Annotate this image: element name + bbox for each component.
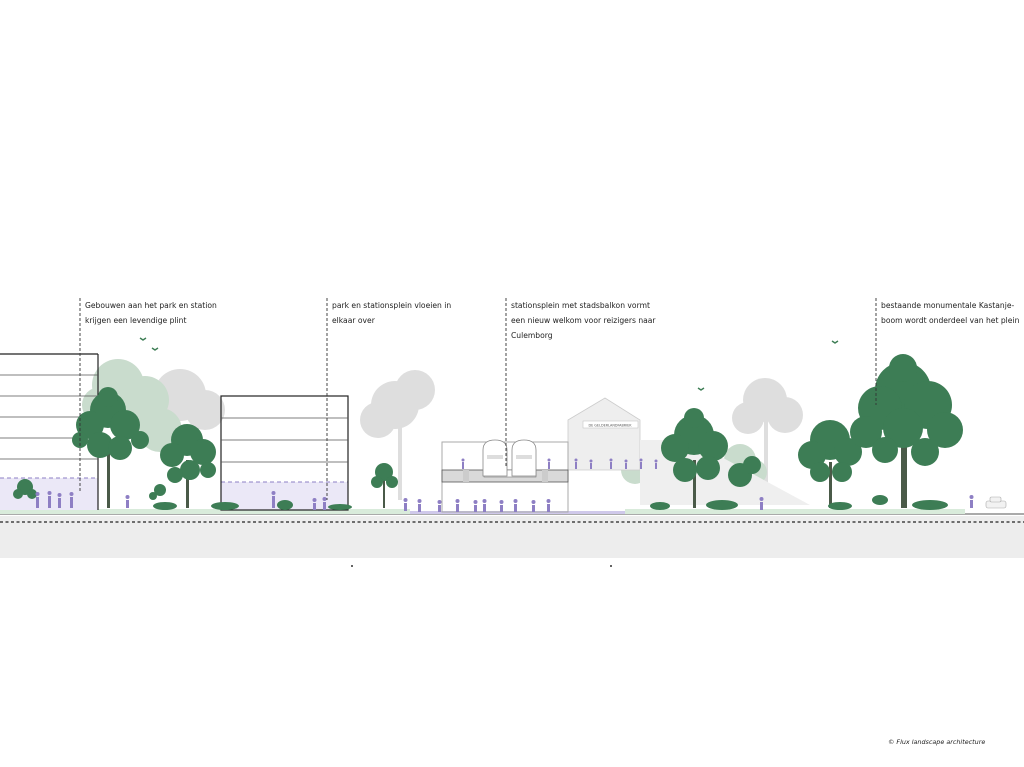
tree-right-2: [798, 420, 862, 508]
copyright-credit: © Flux landscape architecture: [888, 738, 986, 746]
car: [985, 496, 1007, 509]
annotation-chestnut-tree: bestaande monumentale Kastanje- boom wor…: [881, 301, 1020, 325]
tree-small-middle: [371, 463, 398, 508]
monumental-chestnut-tree: [850, 354, 963, 508]
tree-right-1: [661, 408, 761, 508]
annotation-park: park en stationsplein vloeien in elkaar …: [332, 301, 452, 325]
marker-dot: [351, 565, 353, 567]
tree-small-left: [13, 479, 166, 500]
annotation-leaders: [79, 298, 877, 500]
station-platform: [441, 439, 569, 513]
shrubs: [153, 495, 948, 510]
ground-band: [0, 516, 1024, 558]
green-strip-right: [625, 509, 965, 514]
green-strip: [0, 509, 410, 514]
tree-left-2: [160, 424, 216, 508]
tree-left-1: [72, 387, 149, 508]
people: [35, 458, 974, 512]
annotation-buildings: Gebouwen aan het park en station krijgen…: [85, 301, 217, 325]
building-middle: [220, 395, 349, 511]
station-sign: DE GELDERLANDFABRIEK: [588, 424, 632, 428]
birds: [139, 337, 839, 391]
marker-dot: [610, 565, 612, 567]
annotation-stationsplein: stationsplein met stadsbalkon vormt een …: [511, 301, 656, 340]
